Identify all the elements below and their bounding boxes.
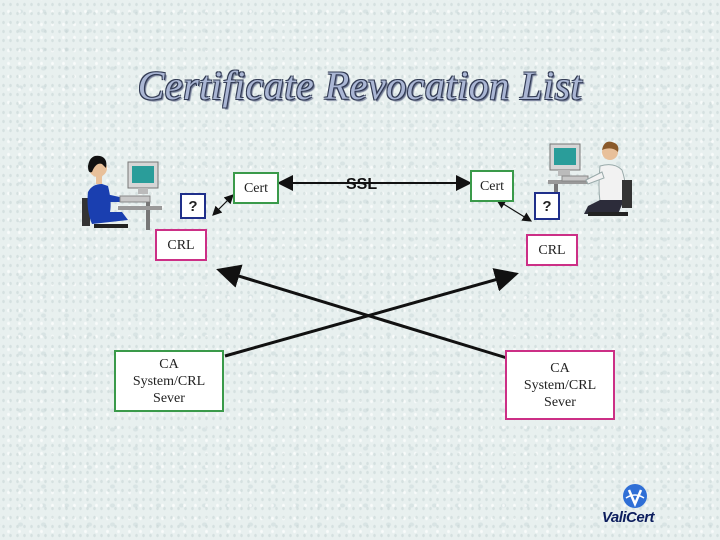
valicert-logo: ValiCert: [588, 482, 668, 528]
right-ca-system-label: System/CRL: [523, 377, 597, 393]
woman-at-computer-icon: [78, 150, 178, 232]
left-query-cert-arrow: [212, 194, 234, 216]
right-cert-box: Cert: [470, 170, 514, 202]
cross-line-left-to-right: [216, 264, 508, 360]
left-ca-label: CA: [159, 356, 179, 372]
ssl-label: SSL: [346, 176, 378, 193]
cross-line-right-to-left: [224, 268, 519, 358]
right-ca-label: CA: [550, 360, 570, 376]
right-ca-sever-label: Sever: [544, 394, 576, 410]
man-at-computer-icon: [548, 136, 638, 216]
left-crl-box: CRL: [155, 229, 207, 261]
page-title: Certificate Revocation List: [137, 63, 583, 108]
left-ca-server-box: CA System/CRL Sever: [114, 350, 224, 412]
left-ca-sever-label: Sever: [153, 390, 185, 406]
right-crl-box: CRL: [526, 234, 578, 266]
right-query-cert-arrow: [495, 199, 533, 222]
valicert-logo-icon: [623, 484, 647, 508]
left-cert-box: Cert: [233, 172, 279, 204]
left-query-box: ?: [180, 193, 206, 219]
right-ca-server-box: CA System/CRL Sever: [505, 350, 615, 420]
right-query-box: ?: [534, 192, 560, 220]
logo-text: ValiCert: [601, 509, 655, 526]
left-ca-system-label: System/CRL: [132, 373, 206, 389]
